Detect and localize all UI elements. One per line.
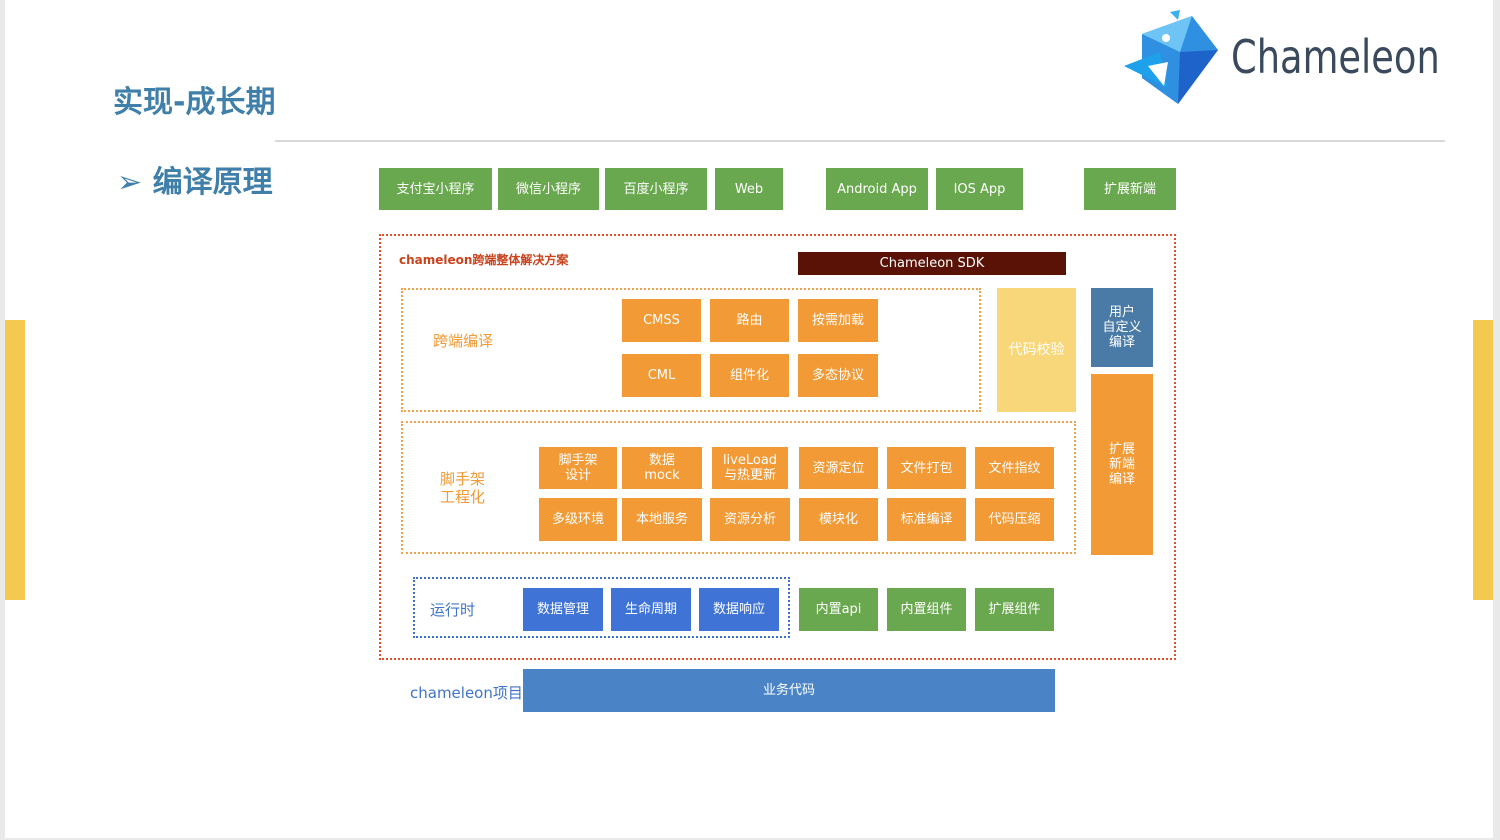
- slide: 实现-成长期 ➢ 编译原理 Chameleon 支付宝小程序 微信小程序 百度小…: [5, 0, 1493, 838]
- runtime-frame: [413, 577, 790, 638]
- runtime-data-reactive: 数据响应: [699, 588, 779, 631]
- business-code: 业务代码: [523, 669, 1055, 712]
- chameleon-sdk: Chameleon SDK: [798, 252, 1066, 275]
- logo-text: Chameleon: [1231, 30, 1440, 84]
- scaffold-file-fingerprint: 文件指纹: [975, 447, 1054, 489]
- solution-label: chameleon跨端整体解决方案: [399, 253, 569, 267]
- runtime-data-manage: 数据管理: [523, 588, 603, 631]
- scaffold-resource-analysis: 资源分析: [710, 498, 790, 541]
- runtime-lifecycle: 生命周期: [611, 588, 691, 631]
- scaffold-multi-env: 多级环境: [539, 498, 617, 541]
- right-accent-bar: [1473, 320, 1493, 600]
- scaffold-design: 脚手架 设计: [539, 447, 617, 489]
- chameleon-logo-icon: [1120, 8, 1220, 108]
- target-wechat-mini: 微信小程序: [498, 168, 599, 210]
- user-custom-compile: 用户 自定义 编译: [1091, 288, 1153, 367]
- target-extend-new: 扩展新端: [1084, 168, 1176, 210]
- scaffold-local-server: 本地服务: [622, 498, 702, 541]
- compile-router: 路由: [710, 299, 789, 342]
- target-web: Web: [715, 168, 783, 210]
- target-baidu-mini: 百度小程序: [605, 168, 707, 210]
- scaffold-file-pack: 文件打包: [887, 447, 966, 489]
- extend-new-compile: 扩展 新端 编译: [1091, 374, 1153, 555]
- compile-cml: CML: [622, 354, 701, 397]
- builtin-api: 内置api: [799, 588, 878, 631]
- scaffold-liveload: liveLoad 与热更新: [712, 447, 788, 489]
- solution-frame: [379, 234, 1176, 660]
- compile-lazy-load: 按需加载: [798, 299, 878, 342]
- project-label: chameleon项目: [410, 684, 523, 702]
- target-android-app: Android App: [826, 168, 928, 210]
- extend-components: 扩展组件: [975, 588, 1054, 631]
- scaffold-standard-compile: 标准编译: [887, 498, 966, 541]
- scaffold-frame: [401, 421, 1076, 554]
- left-accent-bar: [5, 320, 25, 600]
- target-alipay-mini: 支付宝小程序: [379, 168, 492, 210]
- scaffold-data-mock: 数据 mock: [622, 447, 702, 489]
- section-subtitle-text: 编译原理: [152, 165, 273, 200]
- builtin-components: 内置组件: [887, 588, 966, 631]
- compile-polymorphic: 多态协议: [798, 354, 878, 397]
- arrow-bullet-icon: ➢: [117, 165, 143, 200]
- scaffold-code-compress: 代码压缩: [975, 498, 1054, 541]
- compile-componentize: 组件化: [710, 354, 789, 397]
- page-title: 实现-成长期: [113, 85, 276, 120]
- scaffold-modular: 模块化: [799, 498, 878, 541]
- target-ios-app: IOS App: [936, 168, 1023, 210]
- title-divider: [275, 140, 1445, 142]
- scaffold-label: 脚手架 工程化: [440, 470, 486, 506]
- compile-cmss: CMSS: [622, 299, 701, 342]
- compile-frame: [401, 288, 981, 412]
- section-subtitle: ➢ 编译原理: [117, 166, 273, 200]
- code-check: 代码校验: [997, 288, 1076, 412]
- runtime-label: 运行时: [430, 601, 476, 619]
- scaffold-resource-locate: 资源定位: [799, 447, 878, 489]
- compile-label: 跨端编译: [433, 332, 494, 350]
